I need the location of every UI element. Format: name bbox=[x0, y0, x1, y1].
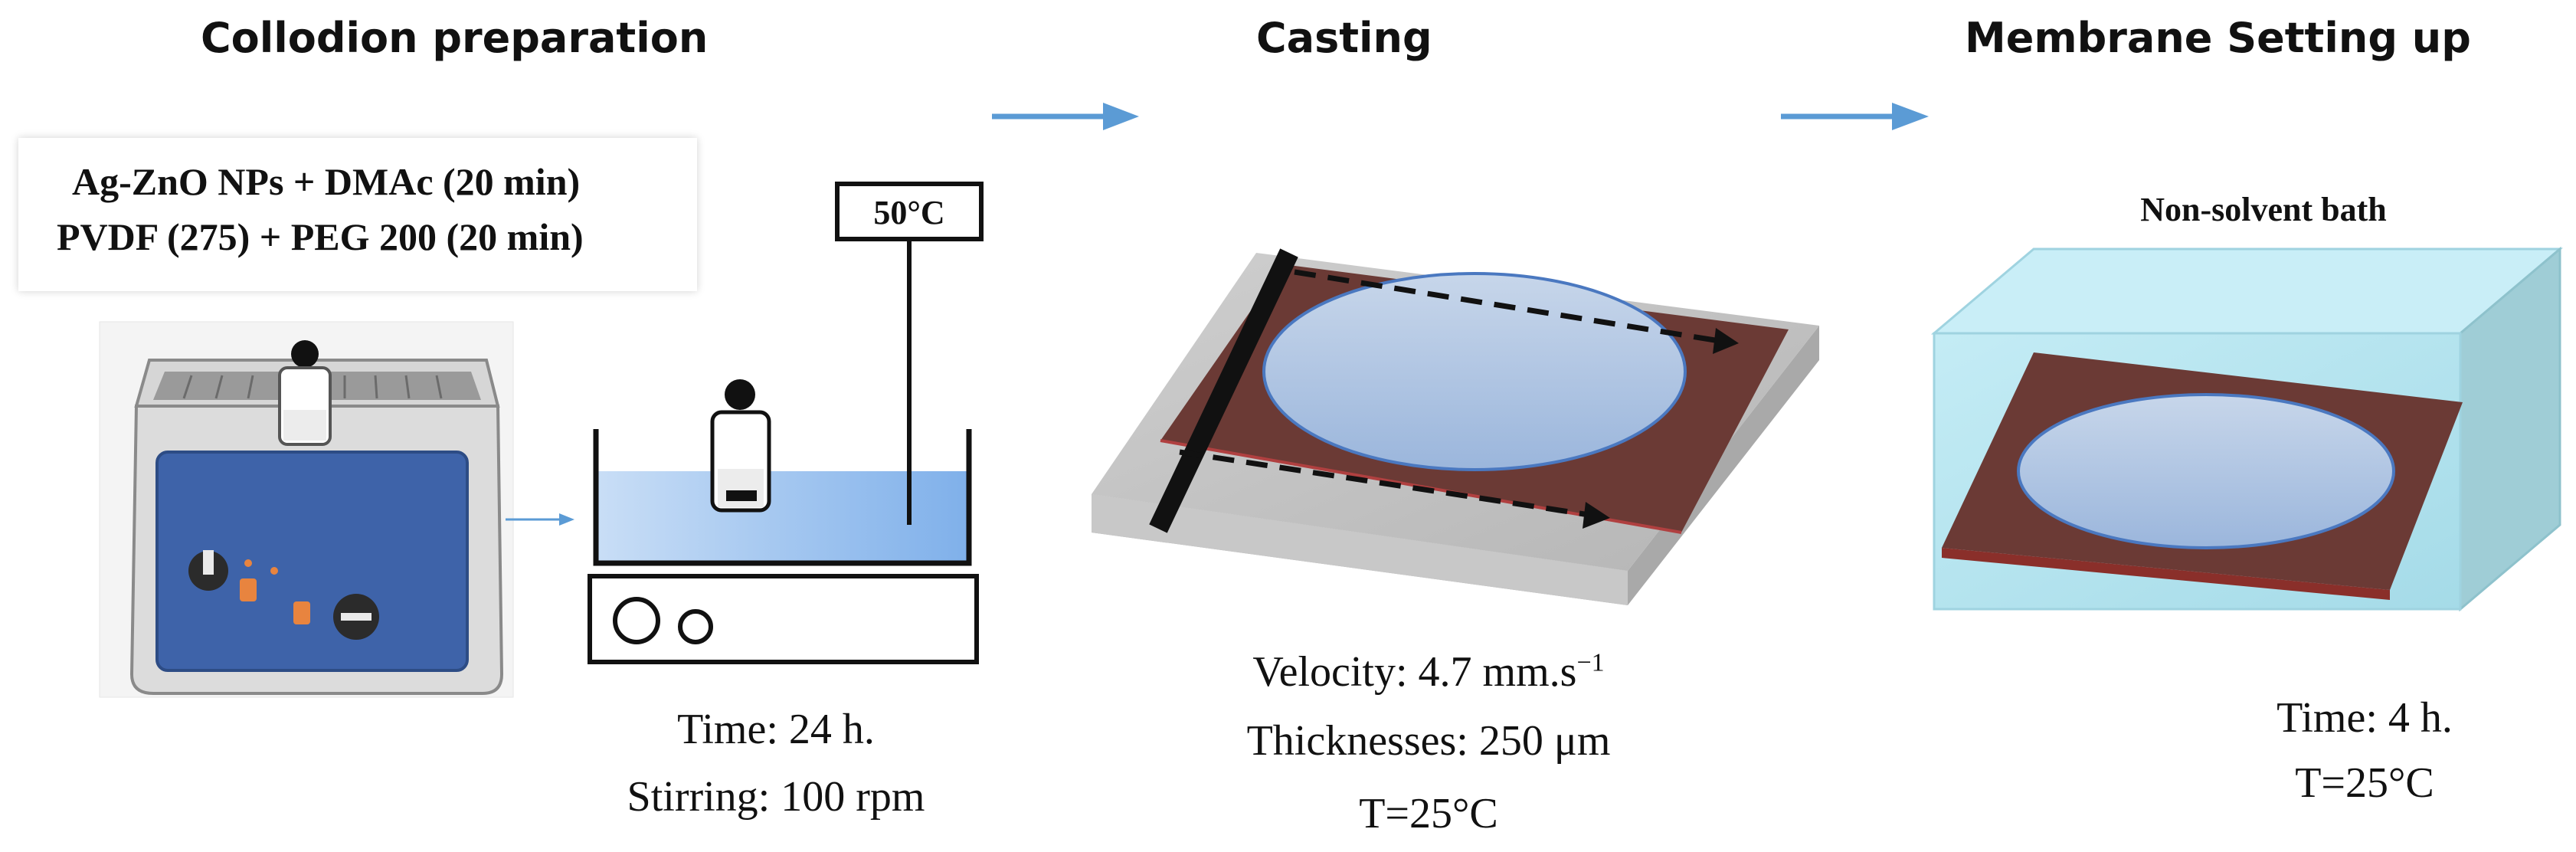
temperature-label: 50°C bbox=[873, 194, 945, 231]
casting-plate-icon bbox=[1092, 248, 1819, 605]
stage-arrow-2 bbox=[1781, 103, 1929, 130]
ultrasonic-bath-icon bbox=[99, 321, 514, 698]
casting-title: Casting bbox=[1256, 14, 1432, 62]
collodion-stirring: Stirring: 100 rpm bbox=[627, 773, 925, 821]
stage-arrow-1 bbox=[992, 103, 1139, 130]
transfer-arrow bbox=[506, 513, 574, 526]
membrane-setting-title: Membrane Setting up bbox=[1965, 14, 2471, 62]
bath-label: Non-solvent bath bbox=[2140, 191, 2387, 228]
non-solvent-bath-icon bbox=[1930, 246, 2564, 612]
recipe-box: Ag-ZnO NPs + DMAc (20 min) PVDF (275) + … bbox=[18, 138, 697, 291]
thermometer-label-box bbox=[835, 182, 984, 241]
casting-temperature: T=25°C bbox=[1359, 790, 1498, 837]
casting-velocity: Velocity: 4.7 mm.s−1 bbox=[1252, 647, 1604, 696]
setting-temperature: T=25°C bbox=[2295, 759, 2434, 807]
collodion-title: Collodion preparation bbox=[201, 14, 709, 62]
casting-thickness: Thicknesses: 250 μm bbox=[1246, 717, 1611, 765]
velocity-text: Velocity: 4.7 mm.s bbox=[1252, 648, 1577, 696]
recipe-line-1: Ag-ZnO NPs + DMAc (20 min) bbox=[72, 160, 581, 203]
recipe-line-2: PVDF (275) + PEG 200 (20 min) bbox=[57, 215, 584, 258]
velocity-exponent: −1 bbox=[1576, 648, 1605, 677]
setting-time: Time: 4 h. bbox=[2277, 694, 2453, 742]
collodion-time: Time: 24 h. bbox=[677, 706, 875, 753]
stirring-bath-icon bbox=[588, 182, 984, 664]
